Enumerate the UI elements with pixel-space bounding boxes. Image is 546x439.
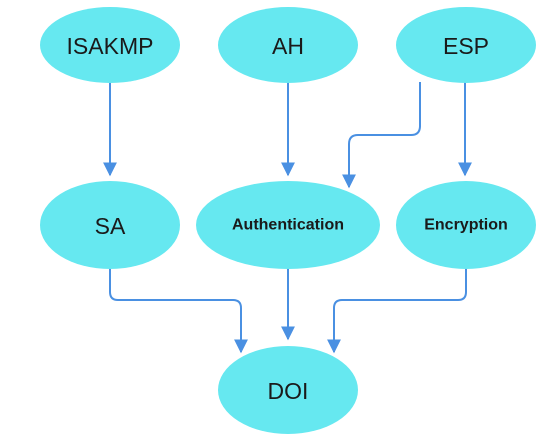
node-isakmp: ISAKMP xyxy=(40,7,180,83)
node-ah: AH xyxy=(218,7,358,83)
node-esp: ESP xyxy=(396,7,536,83)
edge-sa-doi xyxy=(109,268,248,354)
node-encryption: Encryption xyxy=(396,181,536,269)
edge-esp-authentication xyxy=(342,82,421,189)
node-doi-label: DOI xyxy=(268,378,309,404)
node-ah-label: AH xyxy=(272,33,304,59)
node-sa-label: SA xyxy=(95,213,126,239)
node-esp-label: ESP xyxy=(443,33,489,59)
node-encryption-label: Encryption xyxy=(424,217,508,234)
node-authentication-label: Authentication xyxy=(232,217,344,234)
edge-encryption-doi xyxy=(327,268,467,354)
node-authentication: Authentication xyxy=(196,181,380,269)
node-isakmp-label: ISAKMP xyxy=(67,33,154,59)
node-sa: SA xyxy=(40,181,180,269)
node-doi: DOI xyxy=(218,346,358,434)
